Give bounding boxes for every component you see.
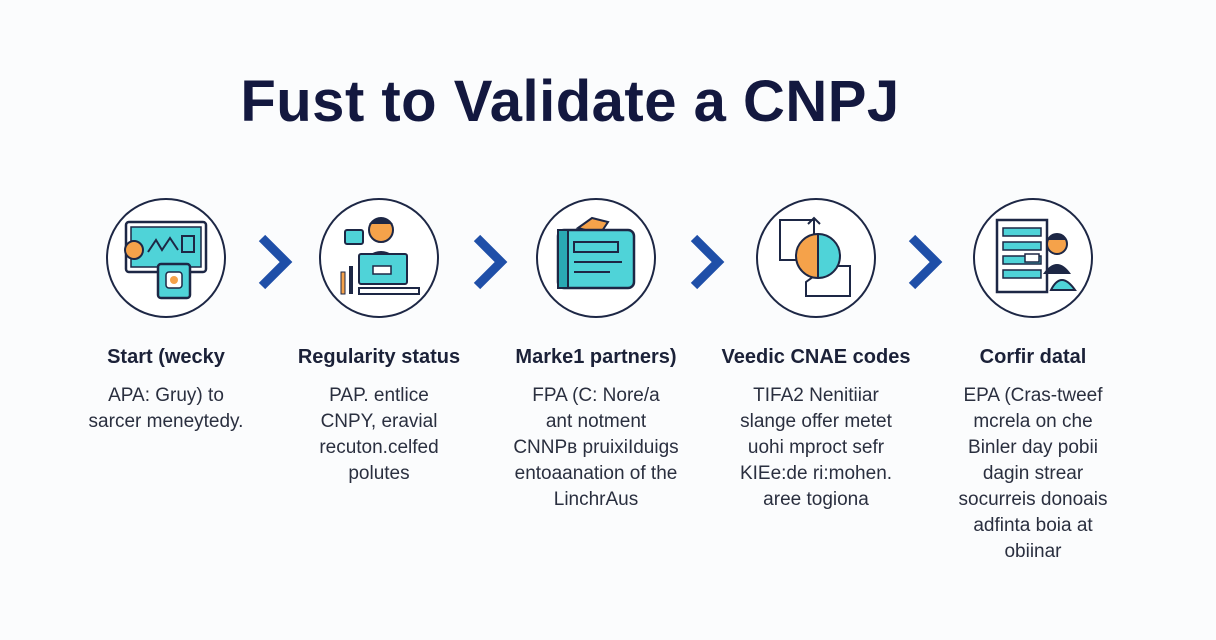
page-title: Fust to Validate a CNPJ: [240, 69, 900, 134]
desc-line: KIEe:de ri:mohen.: [739, 463, 893, 484]
step-description: PAP. entlice CNPY, eravial recuton.celfe…: [264, 383, 494, 487]
step-1: Start (wecky APA: Gruy) to sarcer meneyt…: [51, 198, 281, 435]
desc-line: socurreis donoais: [958, 489, 1108, 510]
desc-line: CNPY, eravial: [320, 411, 438, 432]
step-description: EPA (Cras-tweef mcrela on che Binler day…: [918, 383, 1148, 565]
report-person-icon: [995, 218, 1077, 294]
step-3: Marke1 partners) FPA (C: Nore/a ant notm…: [481, 198, 711, 513]
icon-circle: [973, 198, 1093, 318]
step-title: Regularity status: [297, 346, 461, 368]
chevron-right-icon: [908, 234, 943, 290]
step-5: Corfir datal EPA (Cras-tweef mcrela on c…: [918, 198, 1148, 565]
step-2: Regularity status PAP. entlice CNPY, era…: [264, 198, 494, 487]
desc-line: mcrela on che: [973, 411, 1093, 432]
icon-circle: [536, 198, 656, 318]
icon-circle: [756, 198, 876, 318]
pie-chart-icon: [779, 216, 851, 297]
desc-line: slange offer metet: [740, 411, 892, 432]
document-card-icon: [556, 216, 636, 290]
step-description: FPA (C: Nore/a ant notment CNNPʙ pruixiI…: [481, 383, 711, 513]
desc-line: Binler day pobii: [968, 437, 1098, 458]
step-description: TIFA2 Nenitiiar slange offer metet uohi …: [701, 383, 931, 513]
desc-line: recuton.celfed: [319, 437, 439, 458]
step-title: Start (wecky: [107, 346, 225, 368]
step-title: Marke1 partners): [515, 346, 677, 368]
desc-line: EPA (Cras-tweef: [963, 385, 1103, 406]
desc-line: APA: Gruy) to: [108, 385, 224, 406]
desc-line: aree togiona: [763, 489, 869, 510]
desc-line: LinchrAus: [553, 489, 639, 510]
desc-line: TIFA2 Nenitiiar: [753, 385, 879, 406]
desc-line: CNNPʙ pruixiIduigs: [513, 437, 679, 458]
desc-line: entoaanation of the: [514, 463, 678, 484]
step-4: Veedic CNAE codes TIFA2 Nenitiiar slange…: [701, 198, 931, 513]
step-description: APA: Gruy) to sarcer meneytedy.: [51, 383, 281, 435]
icon-circle: [319, 198, 439, 318]
icon-circle: [106, 198, 226, 318]
desc-line: PAP. entlice: [329, 385, 429, 406]
chevron-right-icon: [473, 234, 508, 290]
step-title: Veedic CNAE codes: [721, 346, 911, 368]
desc-line: polutes: [348, 463, 410, 484]
desc-line: obiinar: [1004, 541, 1062, 562]
desc-line: sarcer meneytedy.: [88, 411, 244, 432]
chevron-right-icon: [258, 234, 293, 290]
person-at-desk-icon: [340, 217, 420, 295]
desc-line: uohi mproct sefr: [747, 437, 885, 458]
desc-line: dagin strear: [982, 463, 1084, 484]
computer-screen-icon: [124, 220, 208, 300]
desc-line: FPA (C: Nore/a: [532, 385, 660, 406]
step-title: Corfir datal: [979, 346, 1087, 368]
desc-line: ant notment: [545, 411, 647, 432]
desc-line: adfinta boia at: [973, 515, 1093, 536]
chevron-right-icon: [690, 234, 725, 290]
